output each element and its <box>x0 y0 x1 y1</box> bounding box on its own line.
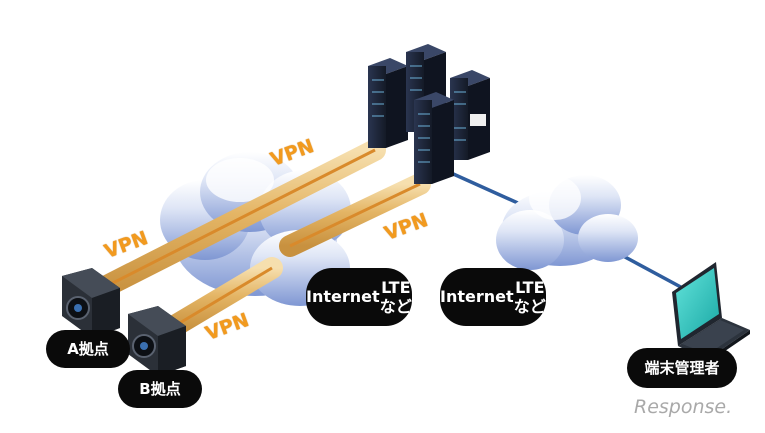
site-b-label-text: B拠点 <box>139 380 181 398</box>
cloud-right-icon <box>496 175 638 270</box>
site-a-label-text: A拠点 <box>67 340 109 358</box>
cloud-right-label-line1: Internet <box>440 287 514 307</box>
vpn-tube-lower <box>157 257 283 341</box>
admin-terminal-label: 端末管理者 <box>627 348 737 388</box>
vpn-tube-top <box>84 139 386 303</box>
cloud-right-label: Internet LTEなど <box>440 268 546 326</box>
site-b-label: B拠点 <box>118 370 202 408</box>
cloud-left-icon <box>160 152 351 306</box>
cloud-left-label-line1: Internet <box>306 287 380 307</box>
response-watermark: Response. <box>634 396 733 418</box>
cloud-right-label-line2: LTEなど <box>513 277 546 316</box>
server-rack-icon <box>368 44 490 184</box>
admin-terminal-label-text: 端末管理者 <box>644 359 720 377</box>
cloud-left-label-line2: LTEなど <box>379 277 412 316</box>
vpn-tube-upper-middle <box>279 173 431 257</box>
site-a-label: A拠点 <box>46 330 130 368</box>
camera-b-icon <box>128 306 186 376</box>
cloud-left-label: Internet LTEなど <box>306 268 412 326</box>
camera-a-icon <box>62 268 120 338</box>
